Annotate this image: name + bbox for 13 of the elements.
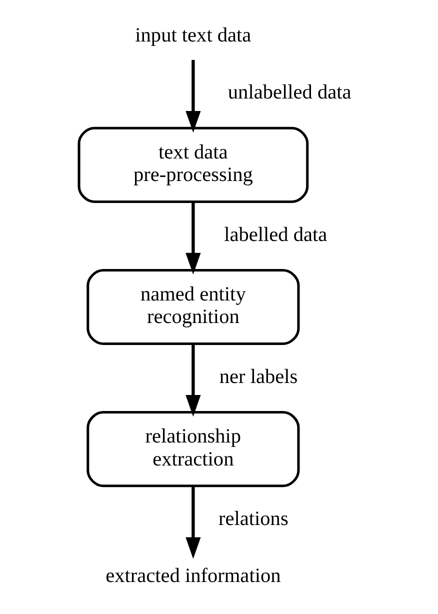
node-box: relationship extraction bbox=[86, 411, 300, 488]
node-text: extracted information bbox=[105, 565, 280, 588]
arrow bbox=[185, 344, 200, 417]
edge-label: relations bbox=[218, 508, 288, 530]
node-box: named entity recognition bbox=[86, 268, 300, 346]
arrow bbox=[185, 486, 200, 559]
arrow bbox=[185, 60, 200, 133]
arrow bbox=[185, 202, 200, 275]
edge-label: labelled data bbox=[224, 224, 327, 246]
edge-label: unlabelled data bbox=[227, 82, 351, 104]
node-box: text data pre-processing bbox=[77, 126, 308, 203]
edge-label: ner labels bbox=[218, 366, 298, 388]
node-text: input text data bbox=[134, 24, 251, 47]
